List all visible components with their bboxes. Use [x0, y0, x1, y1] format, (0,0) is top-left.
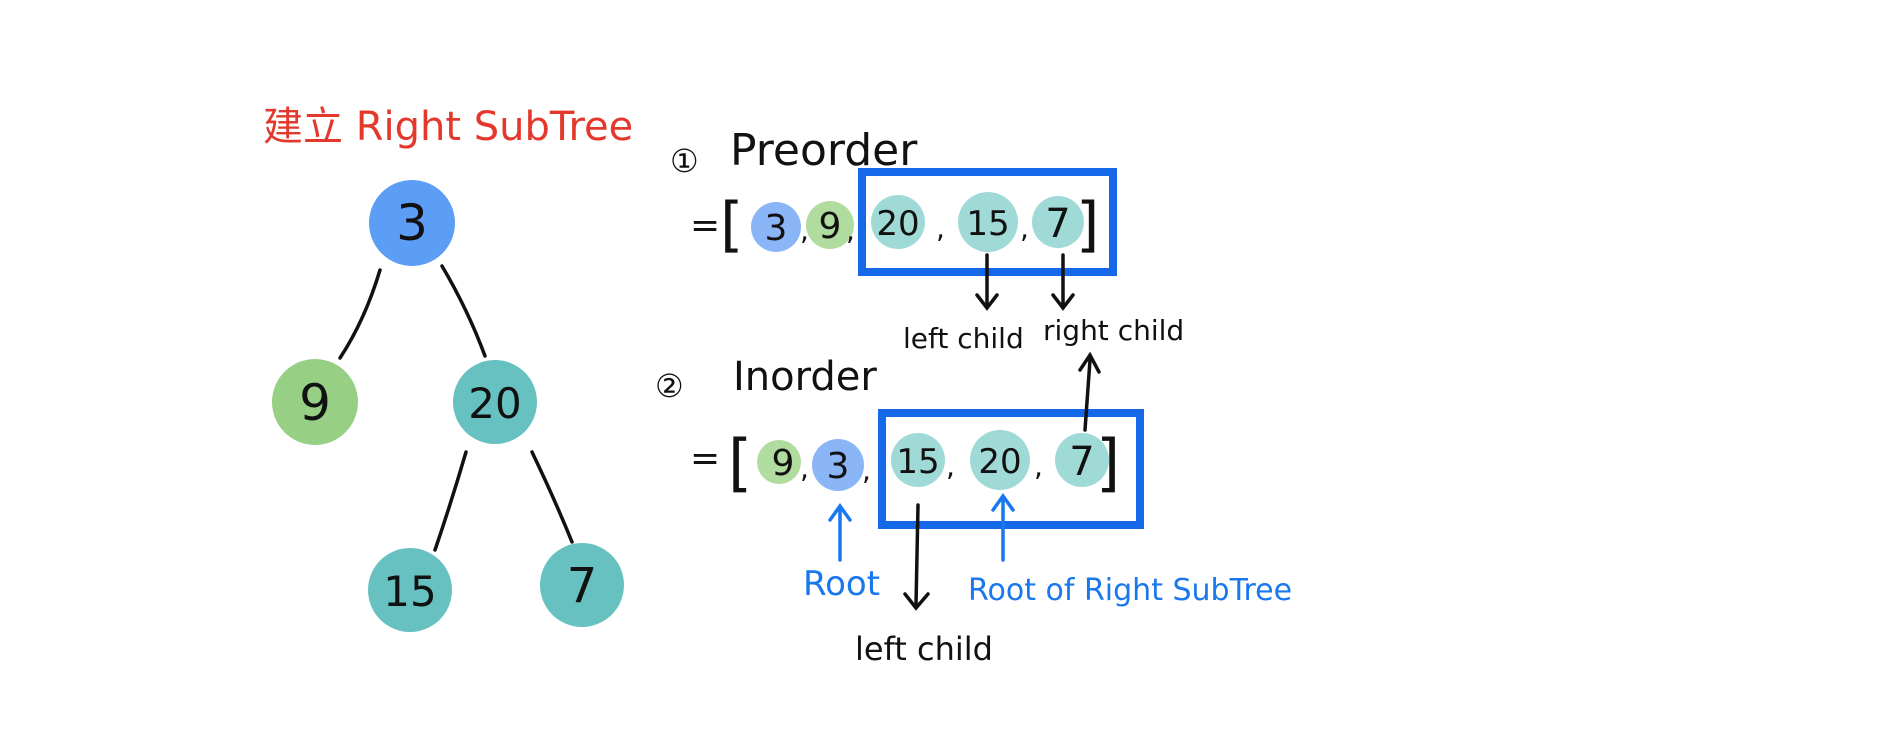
arrowhead-icon	[1078, 351, 1101, 374]
arrowhead-icon	[991, 492, 1015, 512]
inorder-left-child-label: left child	[855, 630, 993, 668]
inorder-equals: =	[690, 438, 720, 479]
preorder-item: 15	[966, 204, 1009, 244]
preorder-right-child-label: right child	[1043, 314, 1184, 347]
preorder-close-bracket: ]	[1076, 190, 1099, 260]
edge-root-right	[440, 264, 487, 358]
tree-node-root: 3	[369, 180, 455, 266]
preorder-marker: ①	[670, 142, 699, 180]
inorder-black-arrows	[903, 351, 1101, 611]
preorder-left-child-label: left child	[903, 322, 1024, 355]
arrow-up-icon	[1083, 358, 1092, 432]
tree-edges	[338, 264, 574, 552]
inorder-separator: ,	[946, 450, 955, 483]
inorder-name: Inorder	[733, 354, 877, 400]
arrowhead-icon	[828, 502, 852, 522]
node-label: 9	[299, 374, 331, 432]
inorder-close-bracket: ]	[1096, 426, 1120, 499]
diagram-title: 建立 Right SubTree	[263, 104, 633, 150]
preorder-equals: =	[690, 205, 720, 246]
arrowhead-icon	[975, 293, 999, 311]
preorder-separator: ,	[800, 214, 809, 247]
inorder-blue-arrows	[828, 492, 1015, 562]
arrowhead-icon	[1051, 293, 1075, 311]
inorder-item-bg	[757, 440, 801, 484]
preorder-section: ① Preorder = [ 3 , 9 , 20 , 15 , 7 ] lef…	[670, 125, 1184, 355]
preorder-item: 7	[1045, 201, 1070, 247]
node-circle	[369, 180, 455, 266]
node-label: 20	[468, 379, 521, 428]
preorder-separator: ,	[1020, 212, 1029, 245]
edge-right-rightleft	[433, 450, 468, 552]
preorder-open-bracket: [	[720, 190, 743, 260]
edge-root-left	[338, 268, 382, 360]
arrow-down-icon	[914, 503, 920, 607]
inorder-separator: ,	[1034, 450, 1043, 483]
node-circle	[272, 359, 358, 445]
node-circle	[453, 360, 537, 444]
inorder-item: 9	[772, 443, 795, 484]
preorder-item-bg	[871, 195, 925, 249]
preorder-arrows	[975, 253, 1075, 311]
node-circle	[540, 543, 624, 627]
tree-node-right-left: 15	[368, 548, 452, 632]
preorder-name: Preorder	[730, 125, 918, 176]
preorder-item-bg	[806, 201, 854, 249]
tree-node-left: 9	[272, 359, 358, 445]
inorder-right-subtree-box	[878, 409, 1144, 529]
inorder-item: 15	[896, 442, 939, 482]
node-label: 15	[383, 567, 436, 616]
inorder-root-label: Root	[803, 564, 880, 604]
inorder-root-right-label: Root of Right SubTree	[968, 573, 1292, 608]
preorder-item: 3	[765, 208, 788, 249]
node-label: 7	[567, 558, 598, 614]
inorder-item-bg	[812, 439, 864, 491]
inorder-separator: ,	[862, 454, 871, 487]
inorder-item: 7	[1069, 439, 1094, 485]
arrowhead-icon	[903, 592, 930, 611]
preorder-item: 9	[819, 206, 842, 247]
inorder-item-bg	[891, 433, 945, 487]
node-label: 3	[396, 194, 428, 252]
inorder-item: 3	[827, 446, 850, 487]
inorder-marker: ②	[655, 367, 684, 405]
node-circle	[368, 548, 452, 632]
tree-node-right: 20	[453, 360, 537, 444]
inorder-separator: ,	[800, 452, 809, 485]
preorder-separator: ,	[936, 212, 945, 245]
inorder-open-bracket: [	[728, 426, 752, 499]
preorder-item-bg	[958, 192, 1018, 252]
inorder-section: ② Inorder = [ 9 , 3 , 15 , 20 , 7 ]	[655, 351, 1292, 668]
preorder-separator: ,	[846, 214, 855, 247]
inorder-item-bg	[1055, 433, 1109, 487]
edge-right-rightright	[530, 450, 574, 544]
preorder-item: 20	[876, 204, 919, 244]
inorder-item-bg	[970, 430, 1030, 490]
tree-node-right-right: 7	[540, 543, 624, 627]
inorder-item: 20	[978, 442, 1021, 482]
preorder-item-bg	[751, 202, 801, 252]
preorder-item-bg	[1032, 196, 1084, 248]
